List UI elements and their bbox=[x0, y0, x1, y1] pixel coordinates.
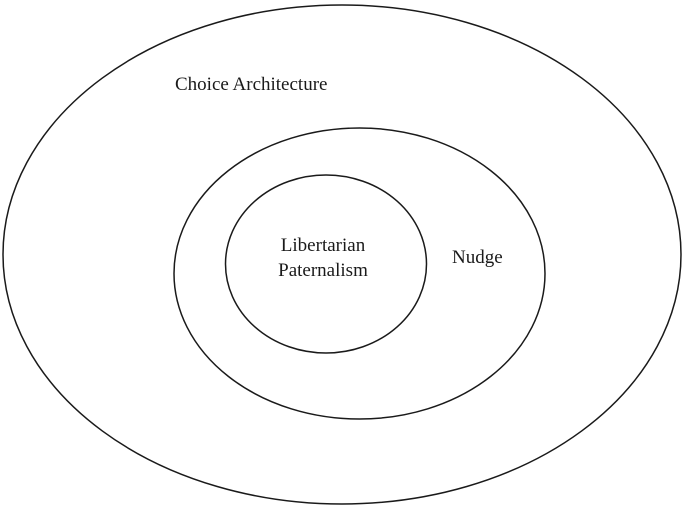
outer-ring-label: Choice Architecture bbox=[175, 74, 328, 95]
middle-ellipse-nudge bbox=[173, 127, 546, 420]
outer-ellipse-choice-architecture bbox=[2, 4, 682, 505]
middle-ring-label: Nudge bbox=[452, 247, 503, 268]
inner-ellipse-libertarian-paternalism bbox=[224, 174, 428, 354]
inner-ring-label: Libertarian Paternalism bbox=[278, 235, 368, 281]
